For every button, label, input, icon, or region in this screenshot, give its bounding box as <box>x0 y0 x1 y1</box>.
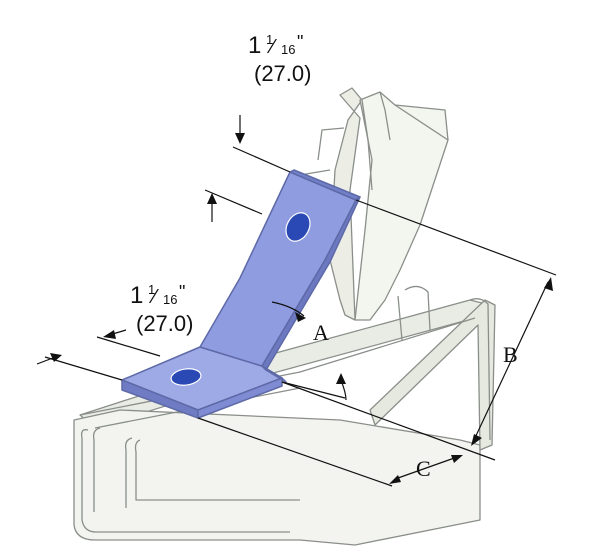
left-dim-whole: 1 <box>130 282 143 309</box>
left-dim-inch: " <box>179 282 185 302</box>
lower-hole <box>170 368 202 386</box>
top-dim-numerator: 1 <box>266 32 273 47</box>
label-a: A <box>313 320 329 345</box>
left-dimension-label: 1 1 ⁄ 16 " (27.0) <box>130 282 193 336</box>
left-dim-numerator: 1 <box>148 282 155 297</box>
top-dim-whole: 1 <box>248 32 261 59</box>
label-b: B <box>503 342 518 367</box>
top-dim-metric: (27.0) <box>254 61 311 86</box>
label-c: C <box>416 456 431 481</box>
top-dimension-label: 1 1 ⁄ 16 " (27.0) <box>248 32 311 86</box>
svg-text:⁄: ⁄ <box>148 286 159 308</box>
dimension-lines <box>36 115 557 487</box>
svg-text:⁄: ⁄ <box>266 36 277 58</box>
arrowheads <box>50 133 553 484</box>
left-dim-metric: (27.0) <box>136 311 193 336</box>
left-dim-denominator: 16 <box>163 292 177 307</box>
top-dim-denominator: 16 <box>281 42 295 57</box>
upper-hole <box>285 212 311 242</box>
top-dim-inch: " <box>297 32 303 52</box>
angle-bracket <box>121 169 361 419</box>
